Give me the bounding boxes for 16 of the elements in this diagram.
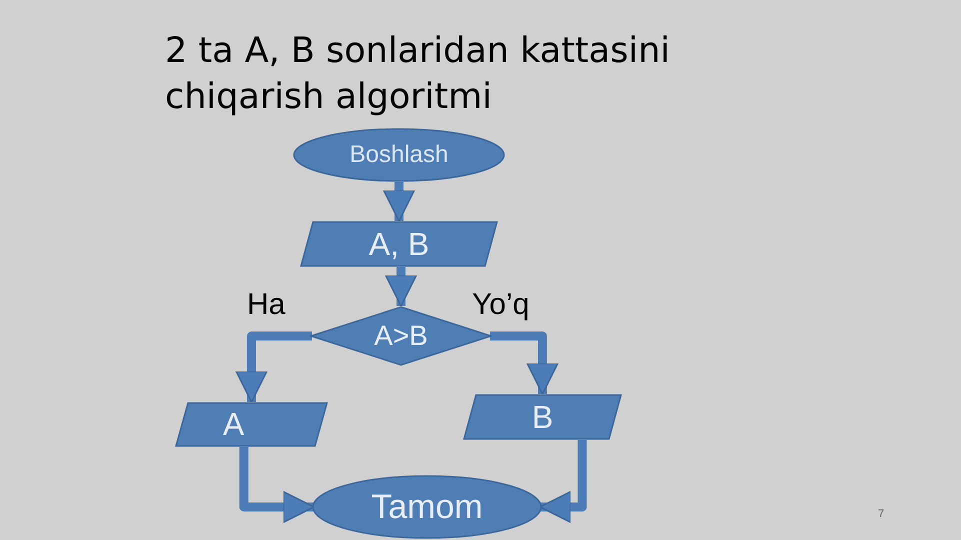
edge-label: Ha [247, 288, 286, 322]
node-text: B [532, 398, 554, 436]
arrow [539, 440, 587, 524]
node-text: A [222, 406, 244, 443]
slide-title: 2 ta A, B sonlaridan kattasini chiqarish algoritmi [165, 30, 671, 119]
arrow [490, 332, 559, 395]
node-text: A, B [368, 226, 430, 262]
node-text: Boshlash [350, 141, 448, 169]
node-text: A>B [374, 320, 428, 352]
arrow [239, 447, 315, 524]
page-number: 7 [878, 508, 884, 520]
edge-label: Yo’q [472, 288, 530, 322]
arrow [235, 332, 312, 403]
arrow [382, 182, 416, 222]
node-text: Tamom [371, 488, 483, 526]
arrow [384, 267, 418, 307]
